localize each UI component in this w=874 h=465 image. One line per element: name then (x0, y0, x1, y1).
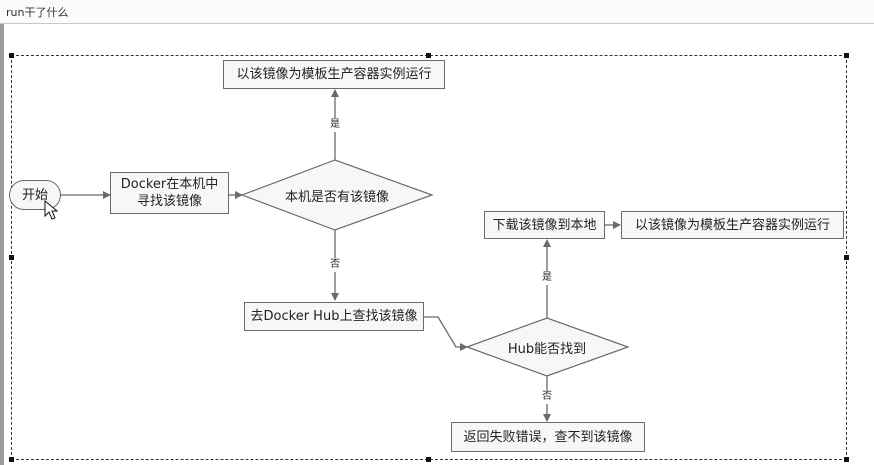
fail-node[interactable]: 返回失败错误，查不到该镜像 (451, 422, 645, 452)
resize-handle-top-center[interactable] (426, 53, 431, 58)
left-edge-bar (0, 24, 4, 465)
edge-label-yes-top: 是 (328, 118, 342, 132)
decision-hub-found-shape (465, 317, 630, 377)
start-node[interactable]: 开始 (9, 180, 61, 210)
edge-label-no-middle: 否 (328, 258, 342, 272)
download-node[interactable]: 下载该镜像到本地 (484, 211, 605, 239)
resize-handle-top-left[interactable] (9, 53, 14, 58)
resize-handle-top-right[interactable] (844, 53, 849, 58)
edge-label-yes-right: 是 (540, 271, 554, 285)
title-bar: run干了什么 (0, 0, 874, 24)
edge-label-no-bottom: 否 (540, 390, 554, 404)
search-local-node[interactable]: Docker在本机中 寻找该镜像 (110, 172, 229, 214)
resize-handle-middle-left[interactable] (9, 255, 14, 260)
resize-handle-bottom-center[interactable] (426, 457, 431, 462)
decision-has-image-shape (240, 159, 434, 231)
resize-handle-bottom-left[interactable] (9, 457, 14, 462)
search-hub-node[interactable]: 去Docker Hub上查找该镜像 (244, 302, 424, 331)
edge-hub-search-to-hub-decision (424, 316, 468, 351)
resize-handle-middle-right[interactable] (844, 255, 849, 260)
decision-has-image-label: 本机是否有该镜像 (284, 189, 389, 205)
resize-handle-bottom-right[interactable] (844, 457, 849, 462)
run-container-top-node[interactable]: 以该镜像为模板生产容器实例运行 (223, 60, 445, 89)
mouse-pointer-icon (44, 200, 58, 220)
run-container-right-node[interactable]: 以该镜像为模板生产容器实例运行 (621, 211, 844, 239)
decision-hub-found-label: Hub能否找到 (507, 341, 587, 357)
document-title: run干了什么 (6, 6, 69, 19)
